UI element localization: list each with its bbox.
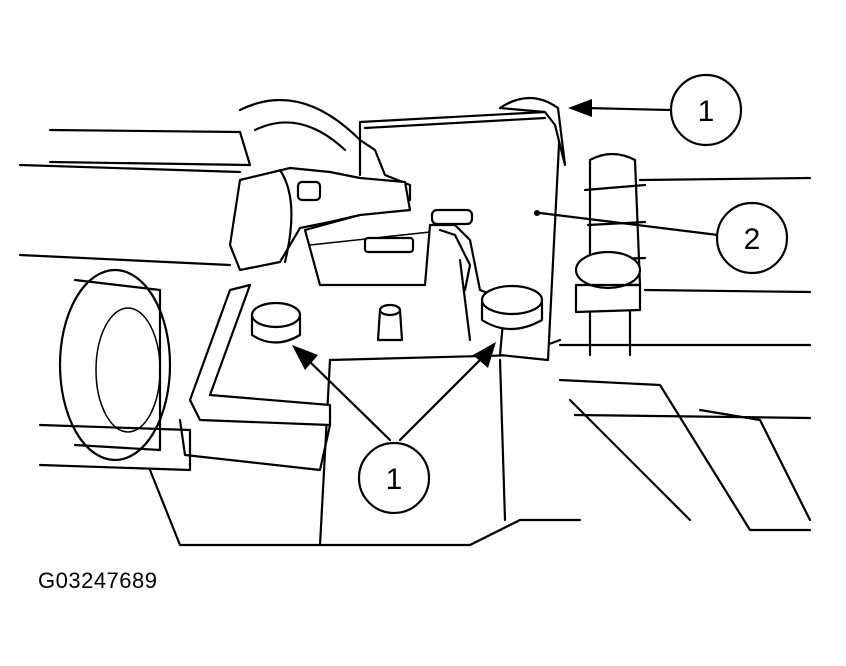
arrowhead-1-right [473, 342, 496, 368]
connector-block [228, 166, 412, 272]
clips-bottom [250, 284, 544, 344]
leader-line-1-top [583, 106, 672, 112]
arrowhead-1-top [568, 99, 592, 117]
callout-number: 2 [744, 223, 761, 256]
figure-id-label: G03247689 [38, 568, 158, 593]
callout-number: 1 [698, 95, 715, 128]
callout-number: 1 [386, 463, 403, 496]
leader-line-1-right [398, 356, 484, 442]
callout-2: 2 [715, 201, 789, 275]
callout-1-bottom: 1 [357, 441, 431, 515]
callout-1-top: 1 [669, 73, 743, 147]
arrowhead-1-left [292, 345, 318, 370]
clip-left [250, 301, 302, 344]
clip-right [480, 284, 544, 330]
bracket [303, 110, 562, 362]
callout-leaders [292, 99, 720, 442]
clip-top [498, 97, 567, 167]
leader-line-1-left [306, 358, 392, 442]
leader-line-2 [538, 211, 720, 237]
